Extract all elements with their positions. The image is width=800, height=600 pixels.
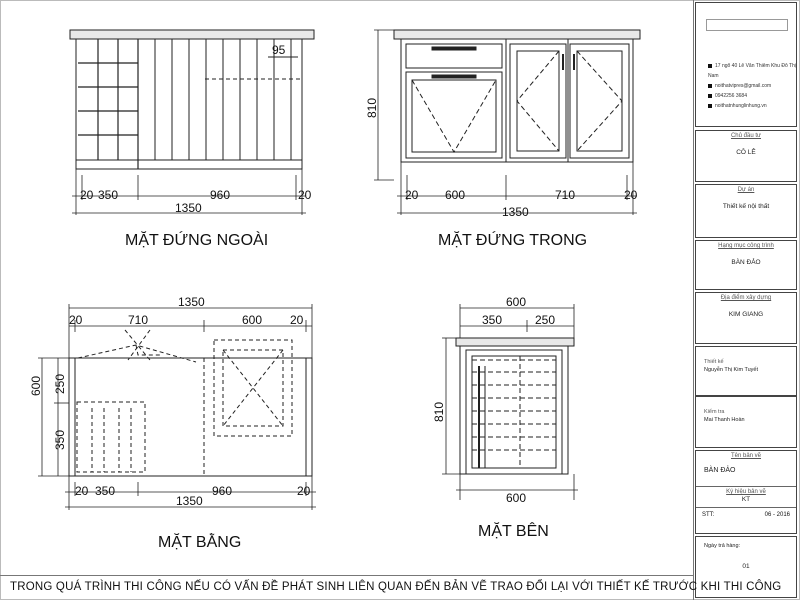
company-phone: 0942256 3684 <box>696 91 796 101</box>
checker-label: Kiểm tra <box>704 409 725 415</box>
dim-front-inner-height: 810 <box>365 98 379 118</box>
dim-front-outer-b: 350 <box>98 188 118 202</box>
dim-plan-top-total: 1350 <box>178 295 205 309</box>
dim-plan-left-total: 600 <box>29 376 43 396</box>
title-block-owner: Chủ đầu tư CÔ LÊ <box>695 130 797 182</box>
dim-plan-top-a: 20 <box>69 313 83 327</box>
panel-boards <box>76 39 302 161</box>
plan-view <box>38 304 316 510</box>
location-value: KIM GIANG <box>728 311 764 318</box>
dim-plan-bot-c: 960 <box>212 484 232 498</box>
plan-hidden <box>76 329 293 476</box>
dim-plan-top-c: 600 <box>242 313 262 327</box>
designer-label: Thiết kế <box>704 359 724 365</box>
designer-value: Nguyễn Thị Kim Tuyết <box>704 367 759 373</box>
dim-plan-bot-d: 20 <box>297 484 311 498</box>
title-block-project: Dự án Thiết kế nội thất <box>695 184 797 238</box>
front-outer-view: 95 <box>69 29 315 215</box>
title-block-location: Địa điểm xây dựng KIM GIANG <box>695 292 797 344</box>
wine-rack <box>78 39 139 169</box>
view-title-front-inner: MẶT ĐỨNG TRONG <box>438 230 587 249</box>
lower-door-left <box>405 71 503 159</box>
dim-front-inner-a: 20 <box>405 188 419 202</box>
location-label: Địa điểm xây dựng <box>720 295 772 301</box>
item-label: Hạng mục công trình <box>718 243 774 249</box>
dim-front-inner-b: 600 <box>445 188 465 202</box>
title-block-item: Hạng mục công trình BÀN ĐẢO <box>695 240 797 290</box>
dim-side-bot-total: 600 <box>506 491 526 505</box>
note-divider <box>0 575 693 576</box>
cabinet-body-inner <box>400 38 634 163</box>
plan-outline <box>68 357 313 477</box>
dim-plan-bot-a: 20 <box>75 484 89 498</box>
drawing-name-value: BÀN ĐẢO <box>704 467 736 474</box>
delivery-date-label: Ngày trả hàng: <box>704 543 741 549</box>
dim-front-inner-c: 710 <box>555 188 575 202</box>
stt-label: STT: <box>702 512 715 518</box>
dim-front-outer-a: 20 <box>80 188 94 202</box>
door-mid <box>509 43 567 159</box>
dim-plan-bot-b: 350 <box>95 484 115 498</box>
dim-side-top-total: 600 <box>506 295 526 309</box>
dim-plan-left-b: 350 <box>53 430 67 450</box>
company-logo <box>706 19 788 31</box>
stt-value: 06 - 2016 <box>764 512 790 518</box>
company-email: noithatvipres@gmail.com <box>696 81 796 91</box>
symbol-label: Ký hiệu bản vẽ <box>726 489 766 495</box>
title-block-designer: Thiết kế Nguyễn Thị Kim Tuyết <box>695 346 797 396</box>
drawer <box>405 43 503 69</box>
dim-side-height: 810 <box>432 402 446 422</box>
dim-note: 95 <box>272 43 286 57</box>
dim-side-top-b: 250 <box>535 313 555 327</box>
stt-row: STT: 06 - 2016 <box>696 507 796 518</box>
owner-value: CÔ LÊ <box>736 149 756 156</box>
dim-side-top-a: 350 <box>482 313 502 327</box>
title-block-drawing: Tên bản vẽ BÀN ĐẢO Ký hiệu bản vẽ KT STT… <box>695 450 797 534</box>
dim-plan-left-a: 250 <box>53 374 67 394</box>
company-website: noithatnhunglinhung.vn <box>696 101 796 111</box>
title-block-delivery: Ngày trả hàng: 01 <box>695 536 797 598</box>
countertop <box>69 29 315 40</box>
side-countertop <box>455 337 575 347</box>
dim-front-outer-total: 1350 <box>175 201 202 215</box>
view-title-side: MẶT BÊN <box>478 521 549 540</box>
project-value: Thiết kế nội thất <box>722 203 770 210</box>
side-shelves <box>472 356 556 468</box>
side-view <box>442 304 578 500</box>
company-address: 17 ngõ 40 Lê Văn Thiêm Khu Đô Thị Nam <box>708 63 796 79</box>
delivery-date-value: 01 <box>742 563 750 570</box>
title-block-divider <box>693 0 694 600</box>
view-title-front-outer: MẶT ĐỨNG NGOÀI <box>125 230 268 249</box>
door-right <box>569 43 630 159</box>
side-body <box>459 345 569 475</box>
dim-plan-bot-total: 1350 <box>176 494 203 508</box>
project-label: Dự án <box>737 187 755 193</box>
item-value: BÀN ĐẢO <box>731 259 761 266</box>
symbol-value: KT <box>741 496 751 503</box>
dim-plan-top-d: 20 <box>290 313 304 327</box>
title-block-checker: Kiểm tra Mai Thanh Hoàn <box>695 396 797 448</box>
checker-value: Mai Thanh Hoàn <box>704 417 745 423</box>
dim-front-inner-d: 20 <box>624 188 638 202</box>
owner-label: Chủ đầu tư <box>730 133 762 139</box>
dim-plan-top-b: 710 <box>128 313 148 327</box>
dim-front-outer-c: 960 <box>210 188 230 202</box>
view-title-plan: MẶT BẰNG <box>158 532 241 551</box>
dim-front-inner-total: 1350 <box>502 205 529 219</box>
drawer-handle <box>431 46 477 51</box>
drawing-name-label: Tên bản vẽ <box>730 453 762 459</box>
countertop-inner <box>393 29 641 40</box>
dim-front-outer-d: 20 <box>298 188 312 202</box>
construction-note: TRONG QUÁ TRÌNH THI CÔNG NẾU CÓ VẤN ĐỀ P… <box>10 581 782 593</box>
front-inner-view <box>374 29 641 215</box>
title-block-company: 17 ngõ 40 Lê Văn Thiêm Khu Đô Thị Nam no… <box>695 2 797 127</box>
